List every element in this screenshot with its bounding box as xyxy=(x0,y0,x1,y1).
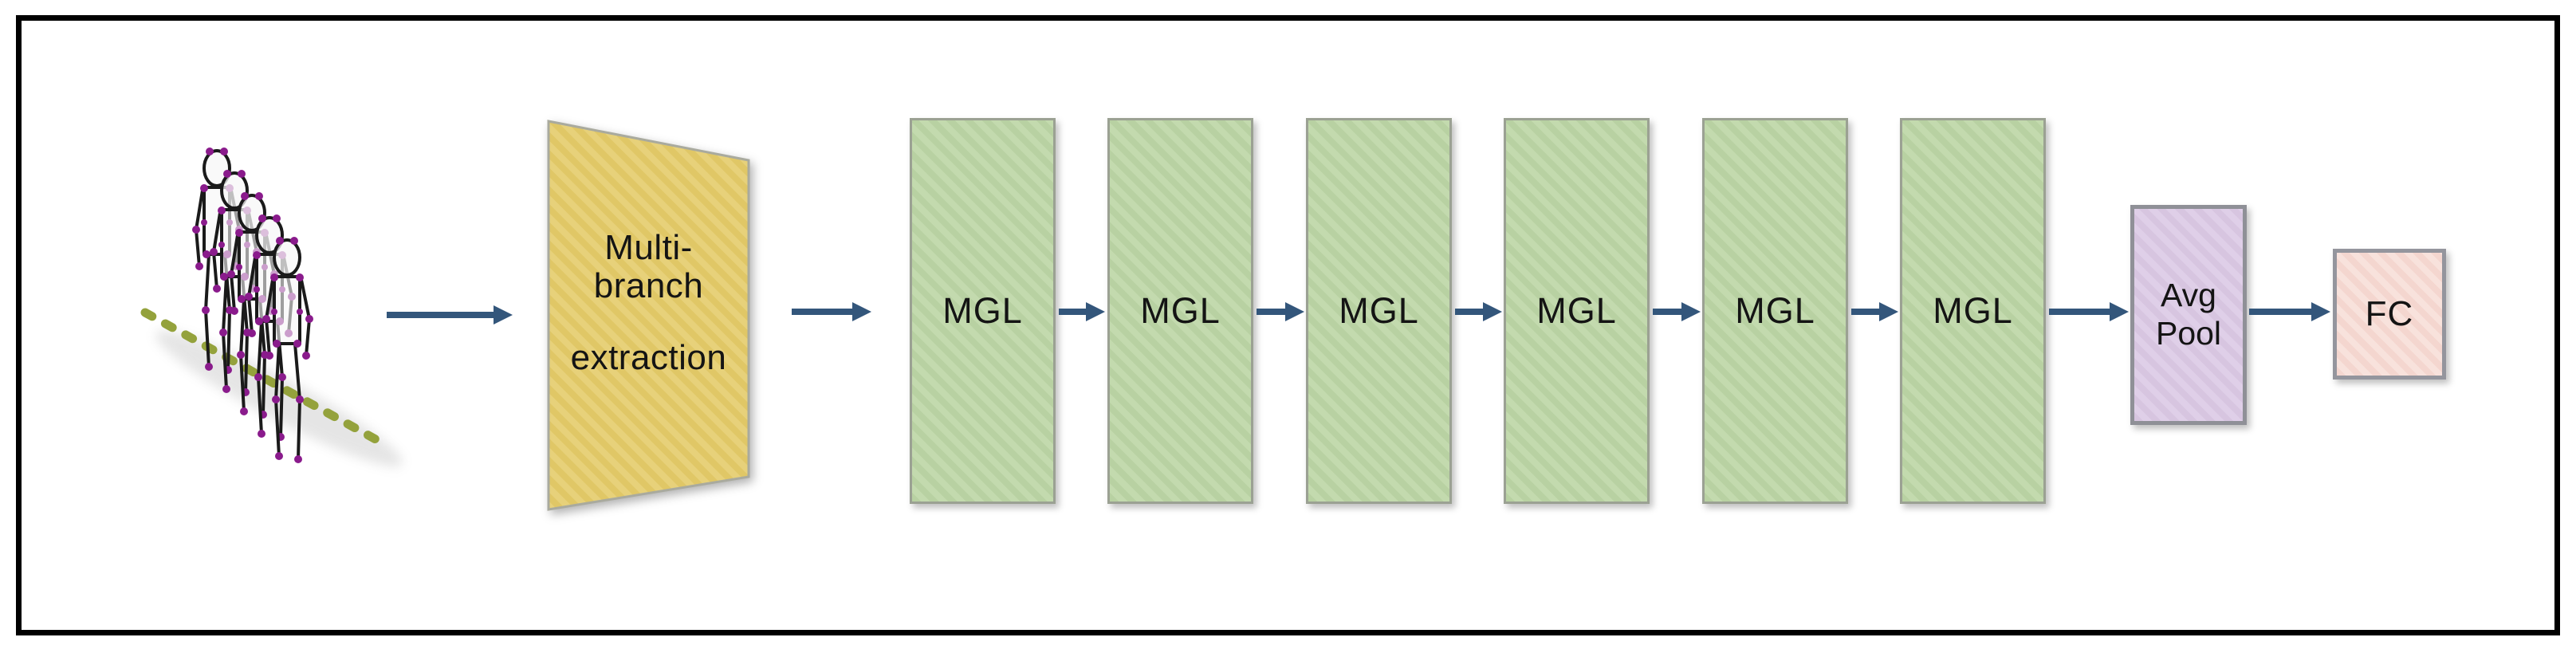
extractor-label-line1: Multi- xyxy=(604,228,693,267)
arrow-head xyxy=(494,305,513,325)
mgl-block-3: MGL xyxy=(1306,118,1452,504)
extractor-label-line2: branch xyxy=(593,266,704,305)
right-arrow-icon xyxy=(2049,302,2129,321)
arrow-head xyxy=(1285,302,1304,321)
arrow-head xyxy=(1879,302,1898,321)
extractor-label-line3: extraction xyxy=(570,338,727,377)
mgl-block-2: MGL xyxy=(1107,118,1253,504)
extractor-trapezoid xyxy=(547,120,750,511)
mgl-label: MGL xyxy=(1933,290,2013,331)
right-arrow-icon xyxy=(387,305,513,325)
arrow-head xyxy=(1086,302,1105,321)
avg-pool-label: Avg Pool xyxy=(2156,277,2221,353)
right-arrow-icon xyxy=(1455,302,1502,321)
arrow-shaft xyxy=(1455,309,1486,315)
extractor-label: Multi- branch extraction xyxy=(549,229,749,377)
right-arrow-icon xyxy=(1257,302,1304,321)
skeleton-sequence-icon xyxy=(140,146,403,467)
mgl-block-1: MGL xyxy=(910,118,1056,504)
arrow-head xyxy=(1483,302,1502,321)
right-arrow-icon xyxy=(1653,302,1701,321)
arrow-shaft xyxy=(387,312,497,318)
arrow-shaft xyxy=(1851,309,1882,315)
arrow-shaft xyxy=(1059,309,1089,315)
mgl-label: MGL xyxy=(942,290,1023,331)
arrow-head xyxy=(1681,302,1701,321)
arrow-head xyxy=(2110,302,2129,321)
arrow-shaft xyxy=(2049,309,2113,315)
avg-pool-label-line1: Avg xyxy=(2161,277,2216,314)
mgl-label: MGL xyxy=(1140,290,1221,331)
mgl-block-5: MGL xyxy=(1702,118,1848,504)
right-arrow-icon xyxy=(2249,302,2330,321)
dashed-ground-line-icon xyxy=(140,308,382,445)
fc-label: FC xyxy=(2365,294,2414,333)
arrow-shaft xyxy=(792,309,855,315)
mgl-label: MGL xyxy=(1536,290,1617,331)
arrow-head xyxy=(2311,302,2330,321)
arrow-shaft xyxy=(2249,309,2314,315)
fc-block: FC xyxy=(2333,249,2446,380)
right-arrow-icon xyxy=(792,302,871,321)
right-arrow-icon xyxy=(1059,302,1105,321)
mgl-block-6: MGL xyxy=(1900,118,2046,504)
avg-pool-label-line2: Pool xyxy=(2155,315,2222,352)
avg-pool-block: Avg Pool xyxy=(2130,205,2247,425)
mgl-block-4: MGL xyxy=(1504,118,1650,504)
arrow-shaft xyxy=(1257,309,1288,315)
arrow-shaft xyxy=(1653,309,1685,315)
mgl-label: MGL xyxy=(1339,290,1419,331)
right-arrow-icon xyxy=(1851,302,1898,321)
mgl-label: MGL xyxy=(1735,290,1815,331)
arrow-head xyxy=(852,302,871,321)
